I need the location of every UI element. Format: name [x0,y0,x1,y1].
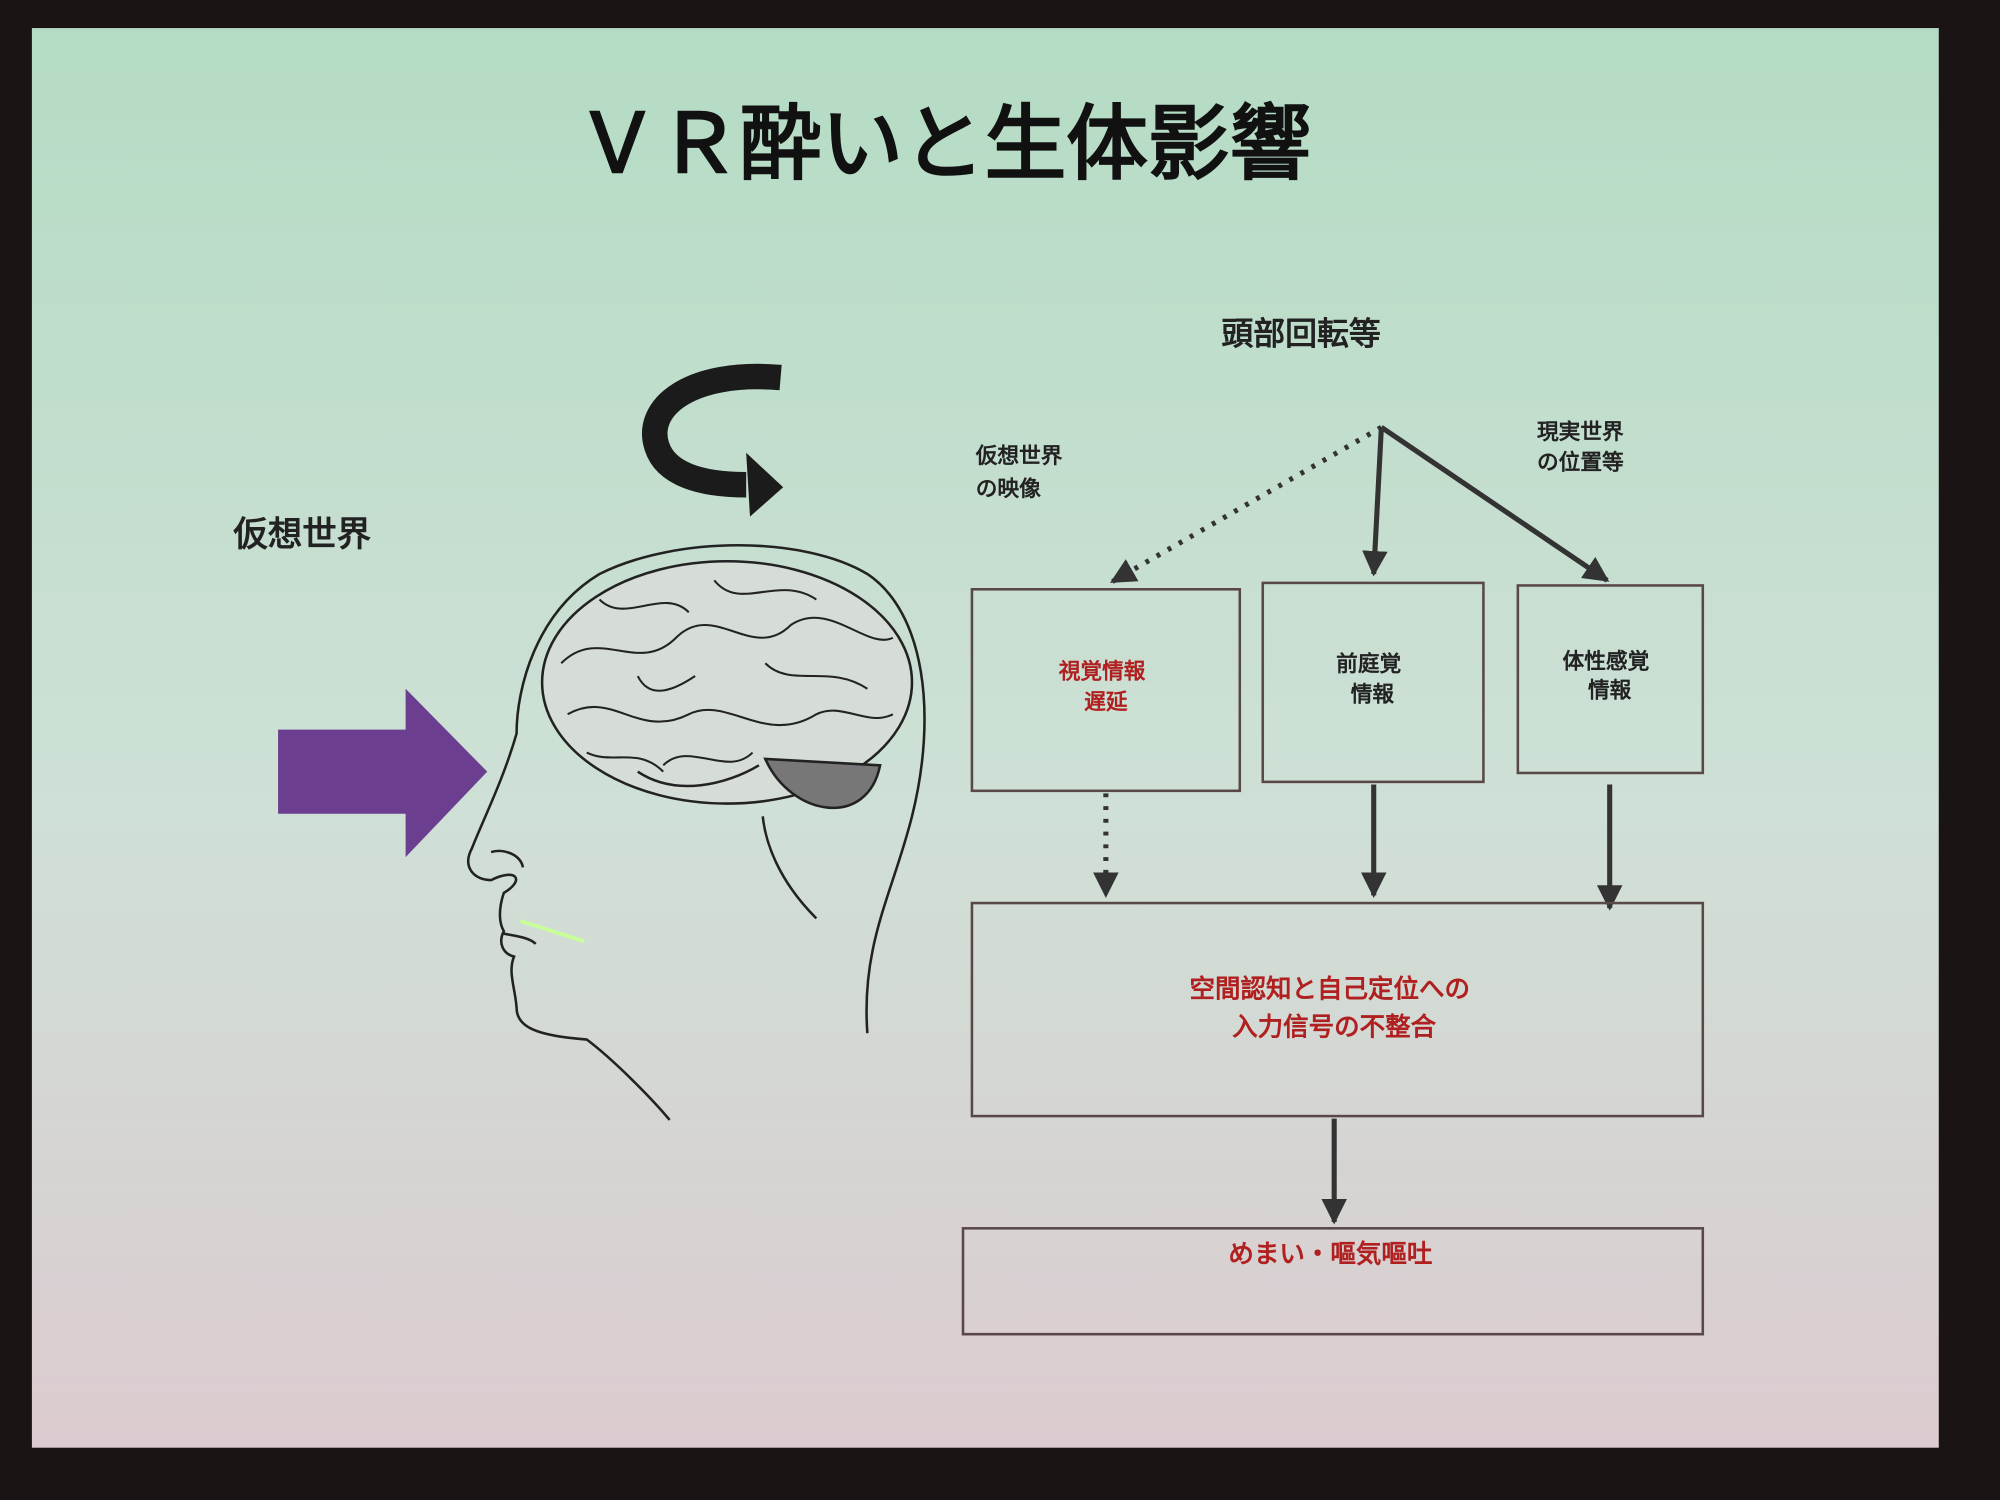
virtual-world-label: 仮想世界 [232,515,371,555]
virtual-image-label-line1: 仮想世界 [975,444,1063,469]
real-position-label: 現実世界 の位置等 [1537,419,1631,476]
real-position-label-line2: の位置等 [1537,449,1624,475]
box-mismatch [970,901,1705,1118]
virtual-image-label: 仮想世界 の映像 [975,444,1070,502]
real-position-label-line1: 現実世界 [1537,419,1624,445]
arrow-vestibular [1362,427,1388,577]
vestibular-info-line1: 前庭覚 [1336,651,1401,677]
visual-info-line1: 視覚情報 [1058,659,1146,685]
rotation-arrow-icon [642,363,784,517]
slide-title: ＶＲ酔いと生体影響 [577,97,1312,192]
mismatch-text: 空間認知と自己定位への 入力信号の不整合 [1189,974,1478,1042]
arrow-somatosensory [1379,425,1610,583]
box-vestibular [1261,581,1485,784]
somatosensory-info-line1: 体性感覚 [1563,648,1650,674]
head-brain-illustration [467,544,926,1121]
virtual-image-label-line2: の映像 [976,476,1041,502]
head-rotation-label: 頭部回転等 [1221,314,1380,352]
visual-info-line2: 遅延 [1084,690,1128,715]
mismatch-line1: 空間認知と自己定位への [1189,974,1470,1004]
visual-info-text: 視覚情報 遅延 [1058,659,1153,716]
input-arrow-icon [278,688,488,858]
somatosensory-info-text: 体性感覚 情報 [1563,648,1657,703]
dotted-arrow-visual [1110,425,1383,584]
vestibular-info-line2: 情報 [1351,682,1395,708]
box-visual [970,588,1242,793]
somatosensory-info-line2: 情報 [1588,678,1632,704]
box-somatosensory [1516,584,1705,775]
vestibular-info-text: 前庭覚 情報 [1336,651,1409,708]
box-symptoms [961,1227,1705,1336]
symptoms-text: めまい・嘔気嘔吐 [1228,1240,1432,1270]
mismatch-line2: 入力信号の不整合 [1232,1013,1437,1043]
branch-arrows [1093,425,1623,1225]
